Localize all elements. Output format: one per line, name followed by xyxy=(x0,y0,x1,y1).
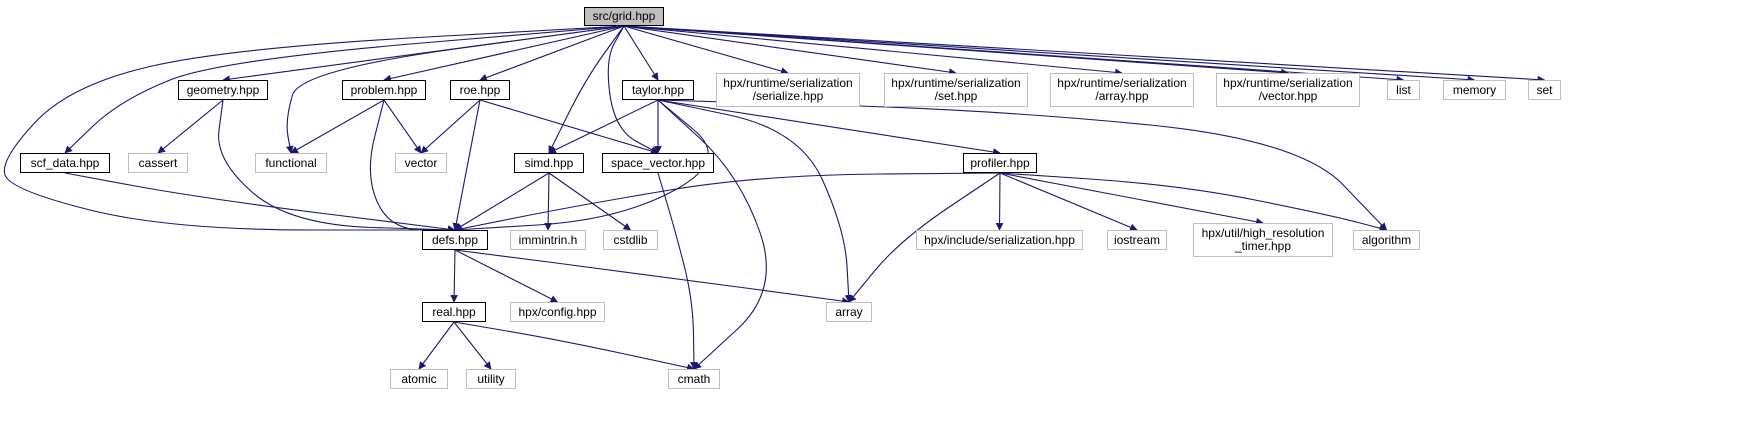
edge-real-to-cmath xyxy=(453,321,695,372)
node-scf-data-hpp[interactable]: scf_data.hpp xyxy=(20,153,110,173)
edge-space-vector-to-cmath xyxy=(657,172,698,370)
node-atomic: atomic xyxy=(390,369,448,389)
node-high-resolution-timer-hpp: hpx/util/high_resolution _timer.hpp xyxy=(1193,223,1333,257)
edge-grid-to-roe xyxy=(479,25,625,82)
node-cmath: cmath xyxy=(668,369,720,389)
edge-geometry-to-defs xyxy=(218,99,456,234)
node-simd-hpp[interactable]: simd.hpp xyxy=(514,153,584,173)
edge-profiler-to-iostream xyxy=(999,172,1138,231)
node-immintrin-h: immintrin.h xyxy=(510,230,586,250)
edge-roe-to-defs xyxy=(452,99,481,231)
node-defs-hpp[interactable]: defs.hpp xyxy=(422,230,488,250)
node-grid-hpp[interactable]: src/grid.hpp xyxy=(584,7,664,26)
edge-grid-to-taylor xyxy=(623,25,659,81)
node-hpx-include-serialization-hpp: hpx/include/serialization.hpp xyxy=(916,230,1083,250)
edge-grid-to-problem xyxy=(383,25,625,83)
edge-grid-to-scf-data xyxy=(64,25,625,154)
edge-profiler-to-defs xyxy=(454,172,1001,233)
edge-real-to-utility xyxy=(453,321,492,370)
edge-real-to-atomic xyxy=(418,321,455,370)
edge-grid-to-setser xyxy=(623,25,957,76)
edge-defs-to-real xyxy=(450,249,458,303)
edge-profiler-to-timer xyxy=(999,172,1264,226)
edge-profiler-to-hpxinc xyxy=(995,172,1004,231)
edge-simd-to-defs xyxy=(454,172,550,231)
edge-grid-to-serialize xyxy=(623,25,789,75)
node-geometry-hpp[interactable]: geometry.hpp xyxy=(178,80,268,100)
edge-roe-to-space-vector xyxy=(479,99,659,155)
node-roe-hpp[interactable]: roe.hpp xyxy=(450,80,510,100)
edge-taylor-to-cmath xyxy=(657,99,767,370)
edge-grid-to-memory xyxy=(623,25,1476,84)
edge-grid-to-space-vector xyxy=(607,25,659,154)
node-serialization-set-hpp: hpx/runtime/serialization /set.hpp xyxy=(884,73,1028,107)
edge-grid-to-simd xyxy=(548,25,625,154)
node-taylor-hpp[interactable]: taylor.hpp xyxy=(622,80,694,100)
edge-defs-to-hpxconfig xyxy=(454,249,559,303)
node-serialization-array-hpp: hpx/runtime/serialization /array.hpp xyxy=(1050,73,1194,107)
node-vector: vector xyxy=(395,153,447,173)
edge-taylor-to-profiler xyxy=(657,99,1001,156)
node-serialization-serialize-hpp: hpx/runtime/serialization /serialize.hpp xyxy=(716,73,860,107)
edge-grid-to-functional xyxy=(285,25,625,154)
node-algorithm: algorithm xyxy=(1353,230,1420,250)
node-iostream: iostream xyxy=(1107,230,1167,250)
edge-grid-to-set xyxy=(623,25,1546,84)
edge-profiler-to-array xyxy=(848,172,1001,303)
edge-geometry-to-cassert xyxy=(157,99,224,154)
edge-problem-to-functional xyxy=(290,99,385,154)
edge-scf-data-to-defs xyxy=(64,172,456,233)
edge-simd-to-immintrin xyxy=(544,172,552,231)
edge-taylor-to-simd xyxy=(548,99,659,154)
node-memory: memory xyxy=(1443,80,1506,100)
edge-problem-to-vector xyxy=(383,99,422,154)
node-list: list xyxy=(1387,80,1420,100)
edge-roe-to-vector xyxy=(420,99,481,154)
node-serialization-vector-hpp: hpx/runtime/serialization /vector.hpp xyxy=(1216,73,1360,107)
node-functional: functional xyxy=(255,153,327,173)
edge-profiler-to-algorithm xyxy=(999,172,1388,232)
node-utility: utility xyxy=(466,369,516,389)
node-problem-hpp[interactable]: problem.hpp xyxy=(342,80,426,100)
node-set: set xyxy=(1528,80,1561,100)
edge-grid-to-defs xyxy=(3,25,625,234)
node-cstdlib: cstdlib xyxy=(603,230,658,250)
node-hpx-config-hpp: hpx/config.hpp xyxy=(510,302,605,322)
node-array: array xyxy=(826,302,872,322)
edge-grid-to-arrayser xyxy=(623,25,1123,77)
edge-simd-to-cstdlib xyxy=(548,172,632,231)
edge-taylor-to-defs xyxy=(454,99,709,234)
edge-grid-to-list xyxy=(623,25,1405,84)
node-profiler-hpp[interactable]: profiler.hpp xyxy=(963,153,1037,173)
edge-defs-to-array xyxy=(454,249,850,305)
node-space-vector-hpp[interactable]: space_vector.hpp xyxy=(602,153,714,173)
node-real-hpp[interactable]: real.hpp xyxy=(422,302,486,322)
node-cassert: cassert xyxy=(128,153,188,173)
